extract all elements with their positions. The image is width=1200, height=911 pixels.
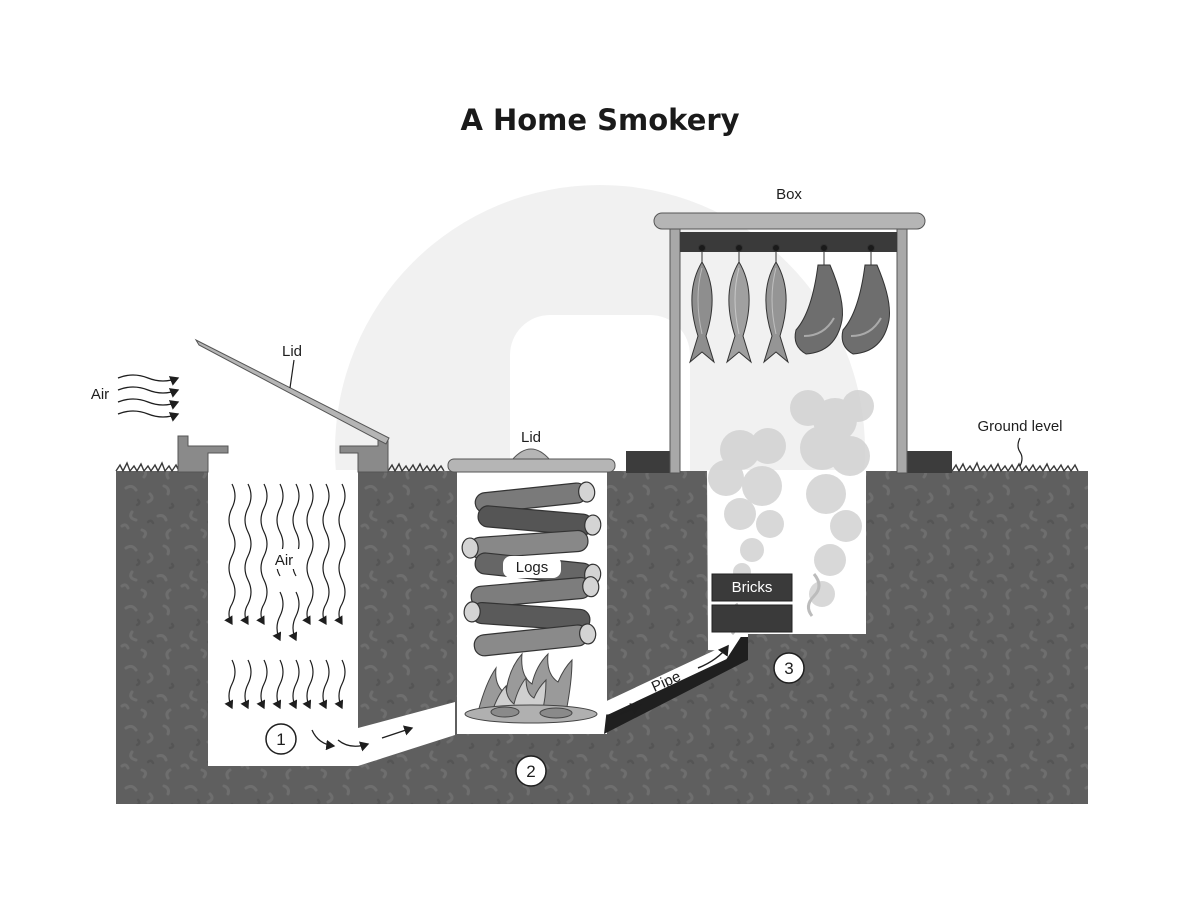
log-stack: Logs (461, 481, 602, 657)
air-downflow-arrows (224, 483, 346, 710)
fire (464, 652, 598, 724)
label-air-inside: Air (275, 552, 293, 569)
label-air-outside: Air (91, 386, 109, 403)
svg-text:2: 2 (526, 762, 535, 781)
bricks: Bricks (711, 573, 793, 633)
smoke-box: Box (626, 186, 952, 474)
meat-1 (794, 251, 843, 355)
fish-1 (689, 251, 715, 364)
pipe: Pipe (600, 627, 748, 734)
stage-marker-1: 1 (265, 723, 297, 755)
fish-2 (726, 251, 752, 364)
meat-2 (841, 251, 890, 355)
label-bricks: Bricks (732, 579, 773, 596)
label-lid-middle: Lid (521, 429, 541, 446)
label-ground-level: Ground level (977, 418, 1062, 435)
lid-fire-pit: Lid (447, 429, 616, 473)
lid-air-chamber: Lid (194, 338, 390, 445)
fish-3 (763, 251, 789, 364)
tunnel-flow-arrows (311, 725, 414, 752)
label-lid-left: Lid (282, 343, 302, 360)
svg-text:3: 3 (784, 659, 793, 678)
stage-marker-2: 2 (515, 755, 547, 787)
air-vent (177, 435, 389, 473)
label-box: Box (776, 186, 802, 203)
air-chamber (208, 470, 455, 766)
smoke (708, 390, 874, 607)
ground-level-callout: Ground level (977, 418, 1063, 467)
svg-text:1: 1 (276, 730, 285, 749)
stage-marker-3: 3 (773, 652, 805, 684)
air-inflow-arrows: Air (91, 374, 180, 422)
hanging-food (689, 244, 890, 364)
label-logs: Logs (516, 559, 549, 576)
diagram-title: A Home Smokery (460, 103, 739, 137)
